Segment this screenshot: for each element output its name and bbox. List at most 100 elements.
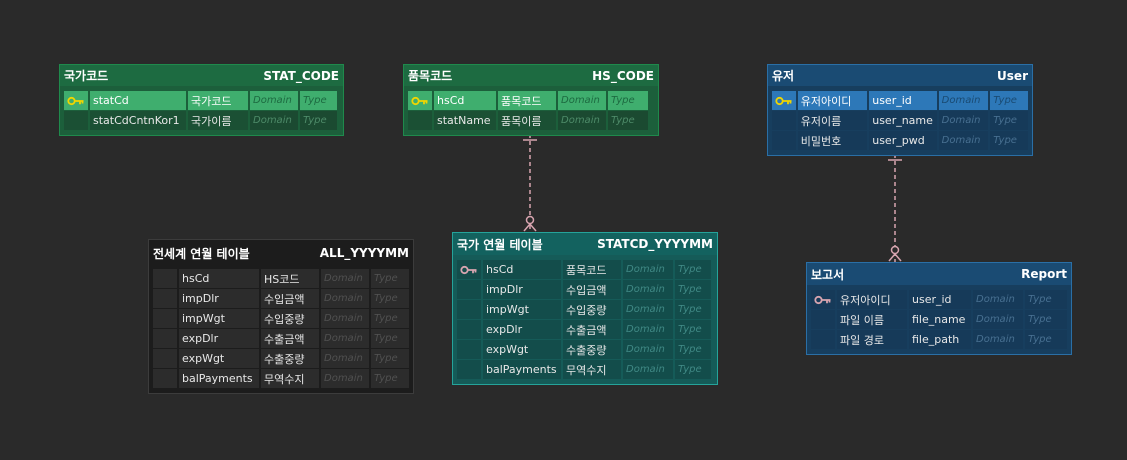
column-label: 수입중량 [563, 300, 621, 319]
key-icon [457, 260, 481, 279]
column-name: user_pwd [869, 131, 937, 150]
table-title: 보고서 [811, 267, 845, 282]
key-slot [408, 111, 432, 130]
column-domain: Domain [938, 131, 989, 150]
column-label: 품목이름 [498, 111, 556, 130]
table-row[interactable]: 파일 이름 file_name Domain Type [811, 310, 1067, 329]
column-name: impDlr [179, 289, 259, 308]
table-name: HS_CODE [592, 68, 654, 83]
column-name: hsCd [179, 269, 259, 288]
table-header[interactable]: 보고서 Report [807, 263, 1071, 285]
column-name: statCd [90, 91, 186, 110]
key-slot [153, 269, 177, 288]
column-type: Type [675, 340, 711, 359]
table-row[interactable]: 유저아이디 user_id Domain Type [772, 91, 1028, 110]
table-row[interactable]: 비밀번호 user_pwd Domain Type [772, 131, 1028, 150]
column-name: statCdCntnKor1 [90, 111, 186, 130]
key-slot [153, 349, 177, 368]
table-report[interactable]: 보고서 Report 유저아이디 user_id Domain Type 파일 … [806, 262, 1072, 355]
column-domain: Domain [973, 330, 1023, 349]
key-slot [153, 369, 177, 388]
table-row[interactable]: impWgt 수입중량 Domain Type [153, 309, 409, 328]
table-all-yyyymm[interactable]: 전세계 연월 테이블 ALL_YYYYMM hsCd HS코드 Domain T… [148, 239, 414, 394]
column-domain: Domain [558, 91, 606, 110]
table-row[interactable]: expDlr 수출금액 Domain Type [153, 329, 409, 348]
table-row[interactable]: balPayments 무역수지 Domain Type [457, 360, 713, 379]
key-slot [153, 289, 177, 308]
table-row[interactable]: expWgt 수출중량 Domain Type [153, 349, 409, 368]
column-label: 유저이름 [797, 111, 868, 130]
column-name: hsCd [434, 91, 496, 110]
table-row[interactable]: hsCd 품목코드 Domain Type [457, 260, 713, 279]
column-name: impDlr [483, 280, 561, 299]
table-row[interactable]: expWgt 수출중량 Domain Type [457, 340, 713, 359]
relation-hs-code-to-statcd[interactable] [523, 134, 537, 232]
table-header[interactable]: 품목코드 HS_CODE [404, 65, 658, 86]
table-header[interactable]: 전세계 연월 테이블 ALL_YYYYMM [149, 240, 413, 266]
column-domain: Domain [321, 369, 369, 388]
table-row[interactable]: statName 품목이름 Domain Type [408, 111, 654, 130]
table-stat-code[interactable]: 국가코드 STAT_CODE statCd 국가코드 Domain Type s… [59, 64, 344, 136]
column-name: expDlr [483, 320, 561, 339]
table-statcd-yyyymm[interactable]: 국가 연월 테이블 STATCD_YYYYMM hsCd 품목코드 Domain… [452, 232, 718, 385]
column-domain: Domain [321, 329, 369, 348]
table-row[interactable]: hsCd 품목코드 Domain Type [408, 91, 654, 110]
table-header[interactable]: 국가 연월 테이블 STATCD_YYYYMM [453, 233, 717, 255]
key-slot [811, 310, 835, 329]
column-domain: Domain [623, 320, 673, 339]
table-row[interactable]: impDlr 수입금액 Domain Type [457, 280, 713, 299]
table-row[interactable]: statCd 국가코드 Domain Type [64, 91, 339, 110]
key-slot [811, 330, 835, 349]
table-row[interactable]: 유저아이디 user_id Domain Type [811, 290, 1067, 309]
column-label: 수출중량 [563, 340, 621, 359]
table-row[interactable]: hsCd HS코드 Domain Type [153, 269, 409, 288]
column-type: Type [675, 360, 711, 379]
column-label: 유저아이디 [797, 91, 868, 110]
column-domain: Domain [321, 349, 369, 368]
column-type: Type [371, 309, 409, 328]
column-label: 국가이름 [188, 111, 248, 130]
table-user[interactable]: 유저 User 유저아이디 user_id Domain Type 유저이름 u… [767, 64, 1033, 156]
table-title: 국가코드 [64, 69, 109, 83]
column-type: Type [675, 260, 711, 279]
column-name: impWgt [483, 300, 561, 319]
column-label: 수출금액 [563, 320, 621, 339]
column-label: 파일 경로 [837, 330, 907, 349]
column-label: 품목코드 [563, 260, 621, 279]
column-name: user_name [869, 111, 937, 130]
column-type: Type [675, 300, 711, 319]
column-name: balPayments [483, 360, 561, 379]
table-row[interactable]: impDlr 수입금액 Domain Type [153, 289, 409, 308]
key-slot [457, 300, 481, 319]
table-row[interactable]: balPayments 무역수지 Domain Type [153, 369, 409, 388]
relation-user-to-report[interactable] [888, 154, 902, 262]
column-type: Type [371, 369, 409, 388]
column-domain: Domain [973, 310, 1023, 329]
column-type: Type [371, 289, 409, 308]
column-label: 국가코드 [188, 91, 248, 110]
column-domain: Domain [623, 360, 673, 379]
table-header[interactable]: 국가코드 STAT_CODE [60, 65, 343, 86]
key-slot [153, 309, 177, 328]
column-label: 유저아이디 [837, 290, 907, 309]
table-row[interactable]: 파일 경로 file_path Domain Type [811, 330, 1067, 349]
column-label: 수출금액 [261, 329, 319, 348]
table-row[interactable]: 유저이름 user_name Domain Type [772, 111, 1028, 130]
column-domain: Domain [623, 280, 673, 299]
key-slot [772, 131, 796, 150]
table-hs-code[interactable]: 품목코드 HS_CODE hsCd 품목코드 Domain Type statN… [403, 64, 659, 136]
key-slot [457, 320, 481, 339]
column-label: 무역수지 [261, 369, 319, 388]
table-row[interactable]: impWgt 수입중량 Domain Type [457, 300, 713, 319]
column-name: expWgt [179, 349, 259, 368]
column-domain: Domain [558, 111, 606, 130]
column-domain: Domain [321, 309, 369, 328]
table-title: 국가 연월 테이블 [457, 237, 543, 252]
key-slot [64, 111, 88, 130]
table-header[interactable]: 유저 User [768, 65, 1032, 86]
table-row[interactable]: expDlr 수출금액 Domain Type [457, 320, 713, 339]
column-label: 파일 이름 [837, 310, 907, 329]
table-row[interactable]: statCdCntnKor1 국가이름 Domain Type [64, 111, 339, 130]
column-type: Type [1025, 310, 1067, 329]
table-title: 품목코드 [408, 69, 453, 83]
